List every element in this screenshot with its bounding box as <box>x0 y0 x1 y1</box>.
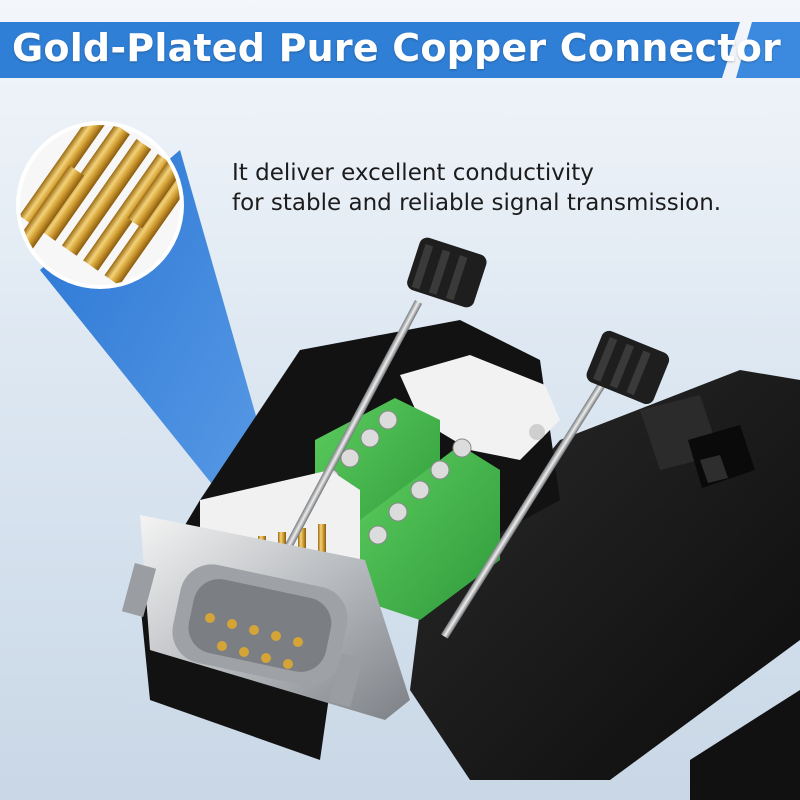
copper-closeup-callout <box>16 121 184 289</box>
banner-title: Gold-Plated Pure Copper Connector <box>12 26 781 70</box>
title-banner: Gold-Plated Pure Copper Connector <box>0 18 800 80</box>
description-line-1: It deliver excellent conductivity <box>232 160 594 186</box>
dsub-shell <box>121 515 410 720</box>
title-banner-shape <box>0 22 800 78</box>
thumb-screw-left <box>407 237 487 308</box>
screw-rod-left <box>260 300 423 596</box>
description-text: It deliver excellent conductivity for st… <box>232 158 772 218</box>
description-line-2: for stable and reliable signal transmiss… <box>232 190 722 216</box>
connector-hood <box>410 330 800 800</box>
terminal-block-right <box>360 438 500 620</box>
screw-rod-right <box>441 380 607 639</box>
strain-relief <box>400 355 560 460</box>
thumb-screw-right <box>586 330 670 405</box>
